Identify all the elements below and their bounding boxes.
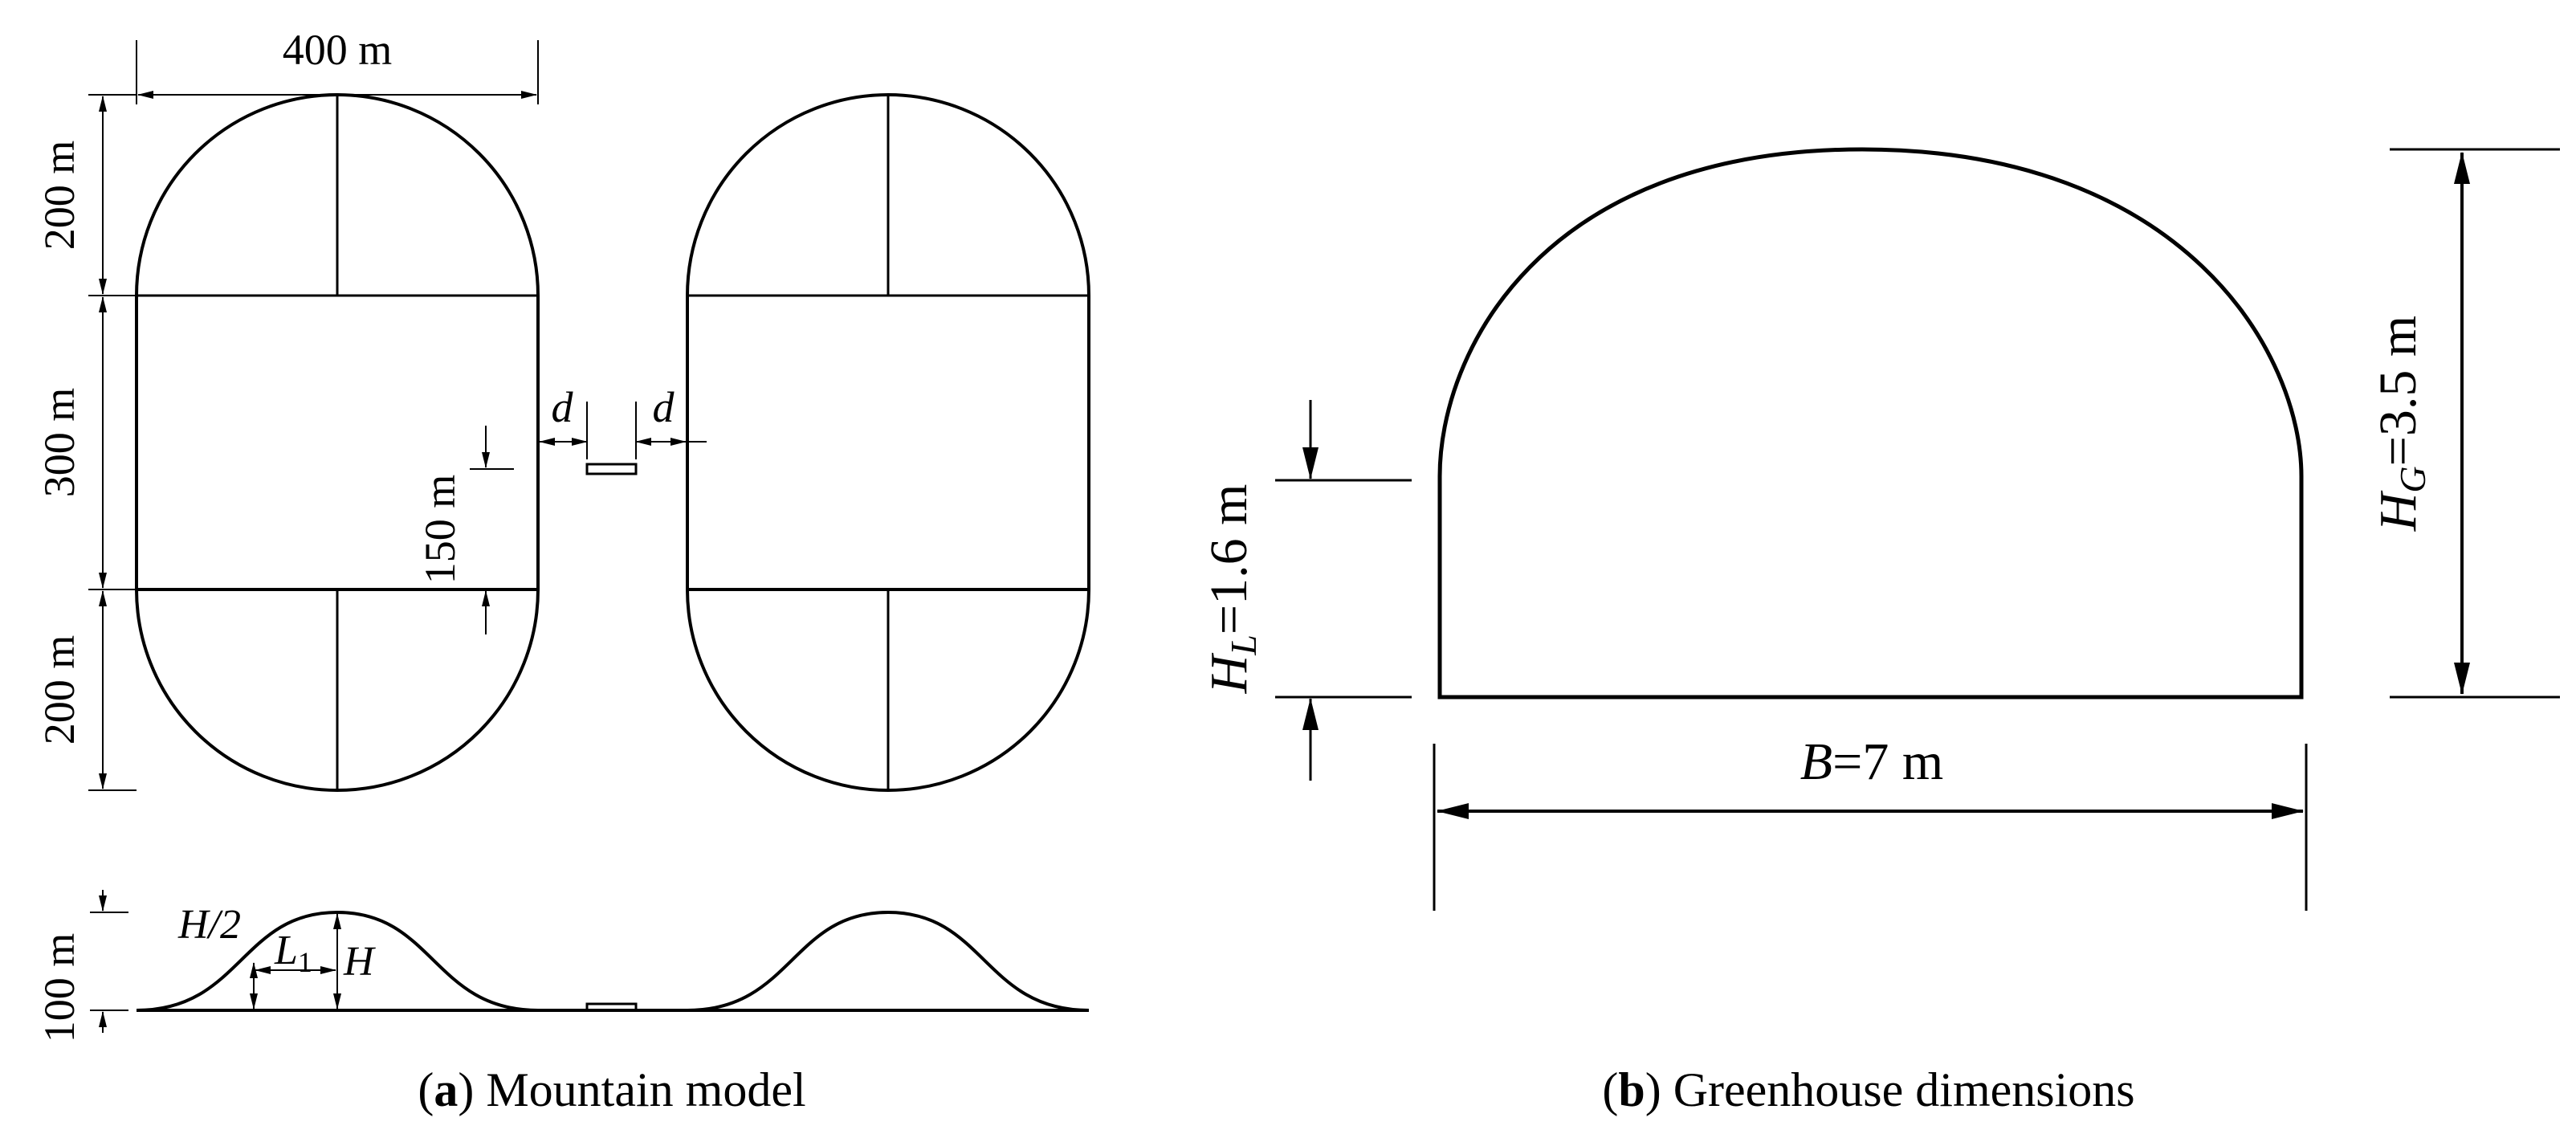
left-mountain-plan bbox=[135, 93, 540, 792]
hl-label-value: =1.6 m bbox=[1200, 484, 1258, 635]
hg-label-value: =3.5 m bbox=[2369, 316, 2427, 467]
hg-label: HG=3.5 m bbox=[2369, 316, 2433, 532]
caption-a-text: Mountain model bbox=[474, 1063, 805, 1116]
b-label-value: =7 m bbox=[1832, 732, 1943, 791]
length-label-main: L bbox=[274, 928, 298, 973]
length-label: L1 bbox=[274, 928, 312, 978]
offset-dimension-label: 150 m bbox=[416, 475, 464, 585]
profile-height-dimension-label: 100 m bbox=[35, 933, 84, 1043]
offset-dimension: 150 m bbox=[416, 426, 514, 634]
hl-dimension: HL=1.6 m bbox=[1200, 400, 1412, 781]
caption-b: (b) Greenhouse dimensions bbox=[1602, 1063, 2134, 1116]
height-label: H bbox=[343, 939, 376, 985]
caption-a-letter: a bbox=[434, 1063, 458, 1116]
half-height-label: H/2 bbox=[177, 902, 241, 948]
hl-label-main: H bbox=[1200, 652, 1258, 694]
hg-label-sub: G bbox=[2392, 466, 2433, 492]
gap-label-left: d bbox=[552, 383, 574, 431]
b-label-main: B bbox=[1800, 732, 1832, 791]
caption-b-text: Greenhouse dimensions bbox=[1661, 1063, 2135, 1116]
gap-dimensions: d d bbox=[539, 383, 707, 459]
length-label-sub: 1 bbox=[298, 946, 312, 978]
right-mountain-plan bbox=[686, 93, 1090, 792]
width-dimension-label: 400 m bbox=[283, 26, 393, 74]
greenhouse-plan-marker bbox=[585, 463, 638, 475]
hl-label: HL=1.6 m bbox=[1200, 484, 1264, 695]
mountain-profile: 100 m H/2 L1 H bbox=[35, 890, 1090, 1043]
hg-label-main: H bbox=[2369, 490, 2427, 532]
panel-a: 400 m 200 m 300 m 200 m 150 m bbox=[35, 26, 1090, 1116]
hl-label-sub: L bbox=[1223, 634, 1264, 656]
middle-dimension-label: 300 m bbox=[35, 388, 84, 498]
bottom-cap-dimension-label: 200 m bbox=[35, 635, 84, 745]
vertical-dimensions: 200 m 300 m 200 m bbox=[35, 94, 137, 791]
caption-b-letter: b bbox=[1618, 1063, 1645, 1116]
b-dimension: B=7 m bbox=[1433, 732, 2308, 911]
greenhouse-profile-marker bbox=[585, 1002, 638, 1012]
hg-dimension: HG=3.5 m bbox=[2369, 148, 2560, 699]
width-dimension: 400 m bbox=[136, 26, 539, 104]
top-cap-dimension-label: 200 m bbox=[35, 141, 84, 251]
caption-a: (a) Mountain model bbox=[418, 1063, 805, 1116]
greenhouse-outline bbox=[1437, 147, 2304, 700]
panel-b: HL=1.6 m HG=3.5 m B=7 m (b) Greenhouse d… bbox=[1200, 147, 2560, 1116]
b-label: B=7 m bbox=[1800, 732, 1943, 791]
half-height-text: H/2 bbox=[177, 902, 241, 948]
gap-label-right: d bbox=[653, 383, 675, 431]
